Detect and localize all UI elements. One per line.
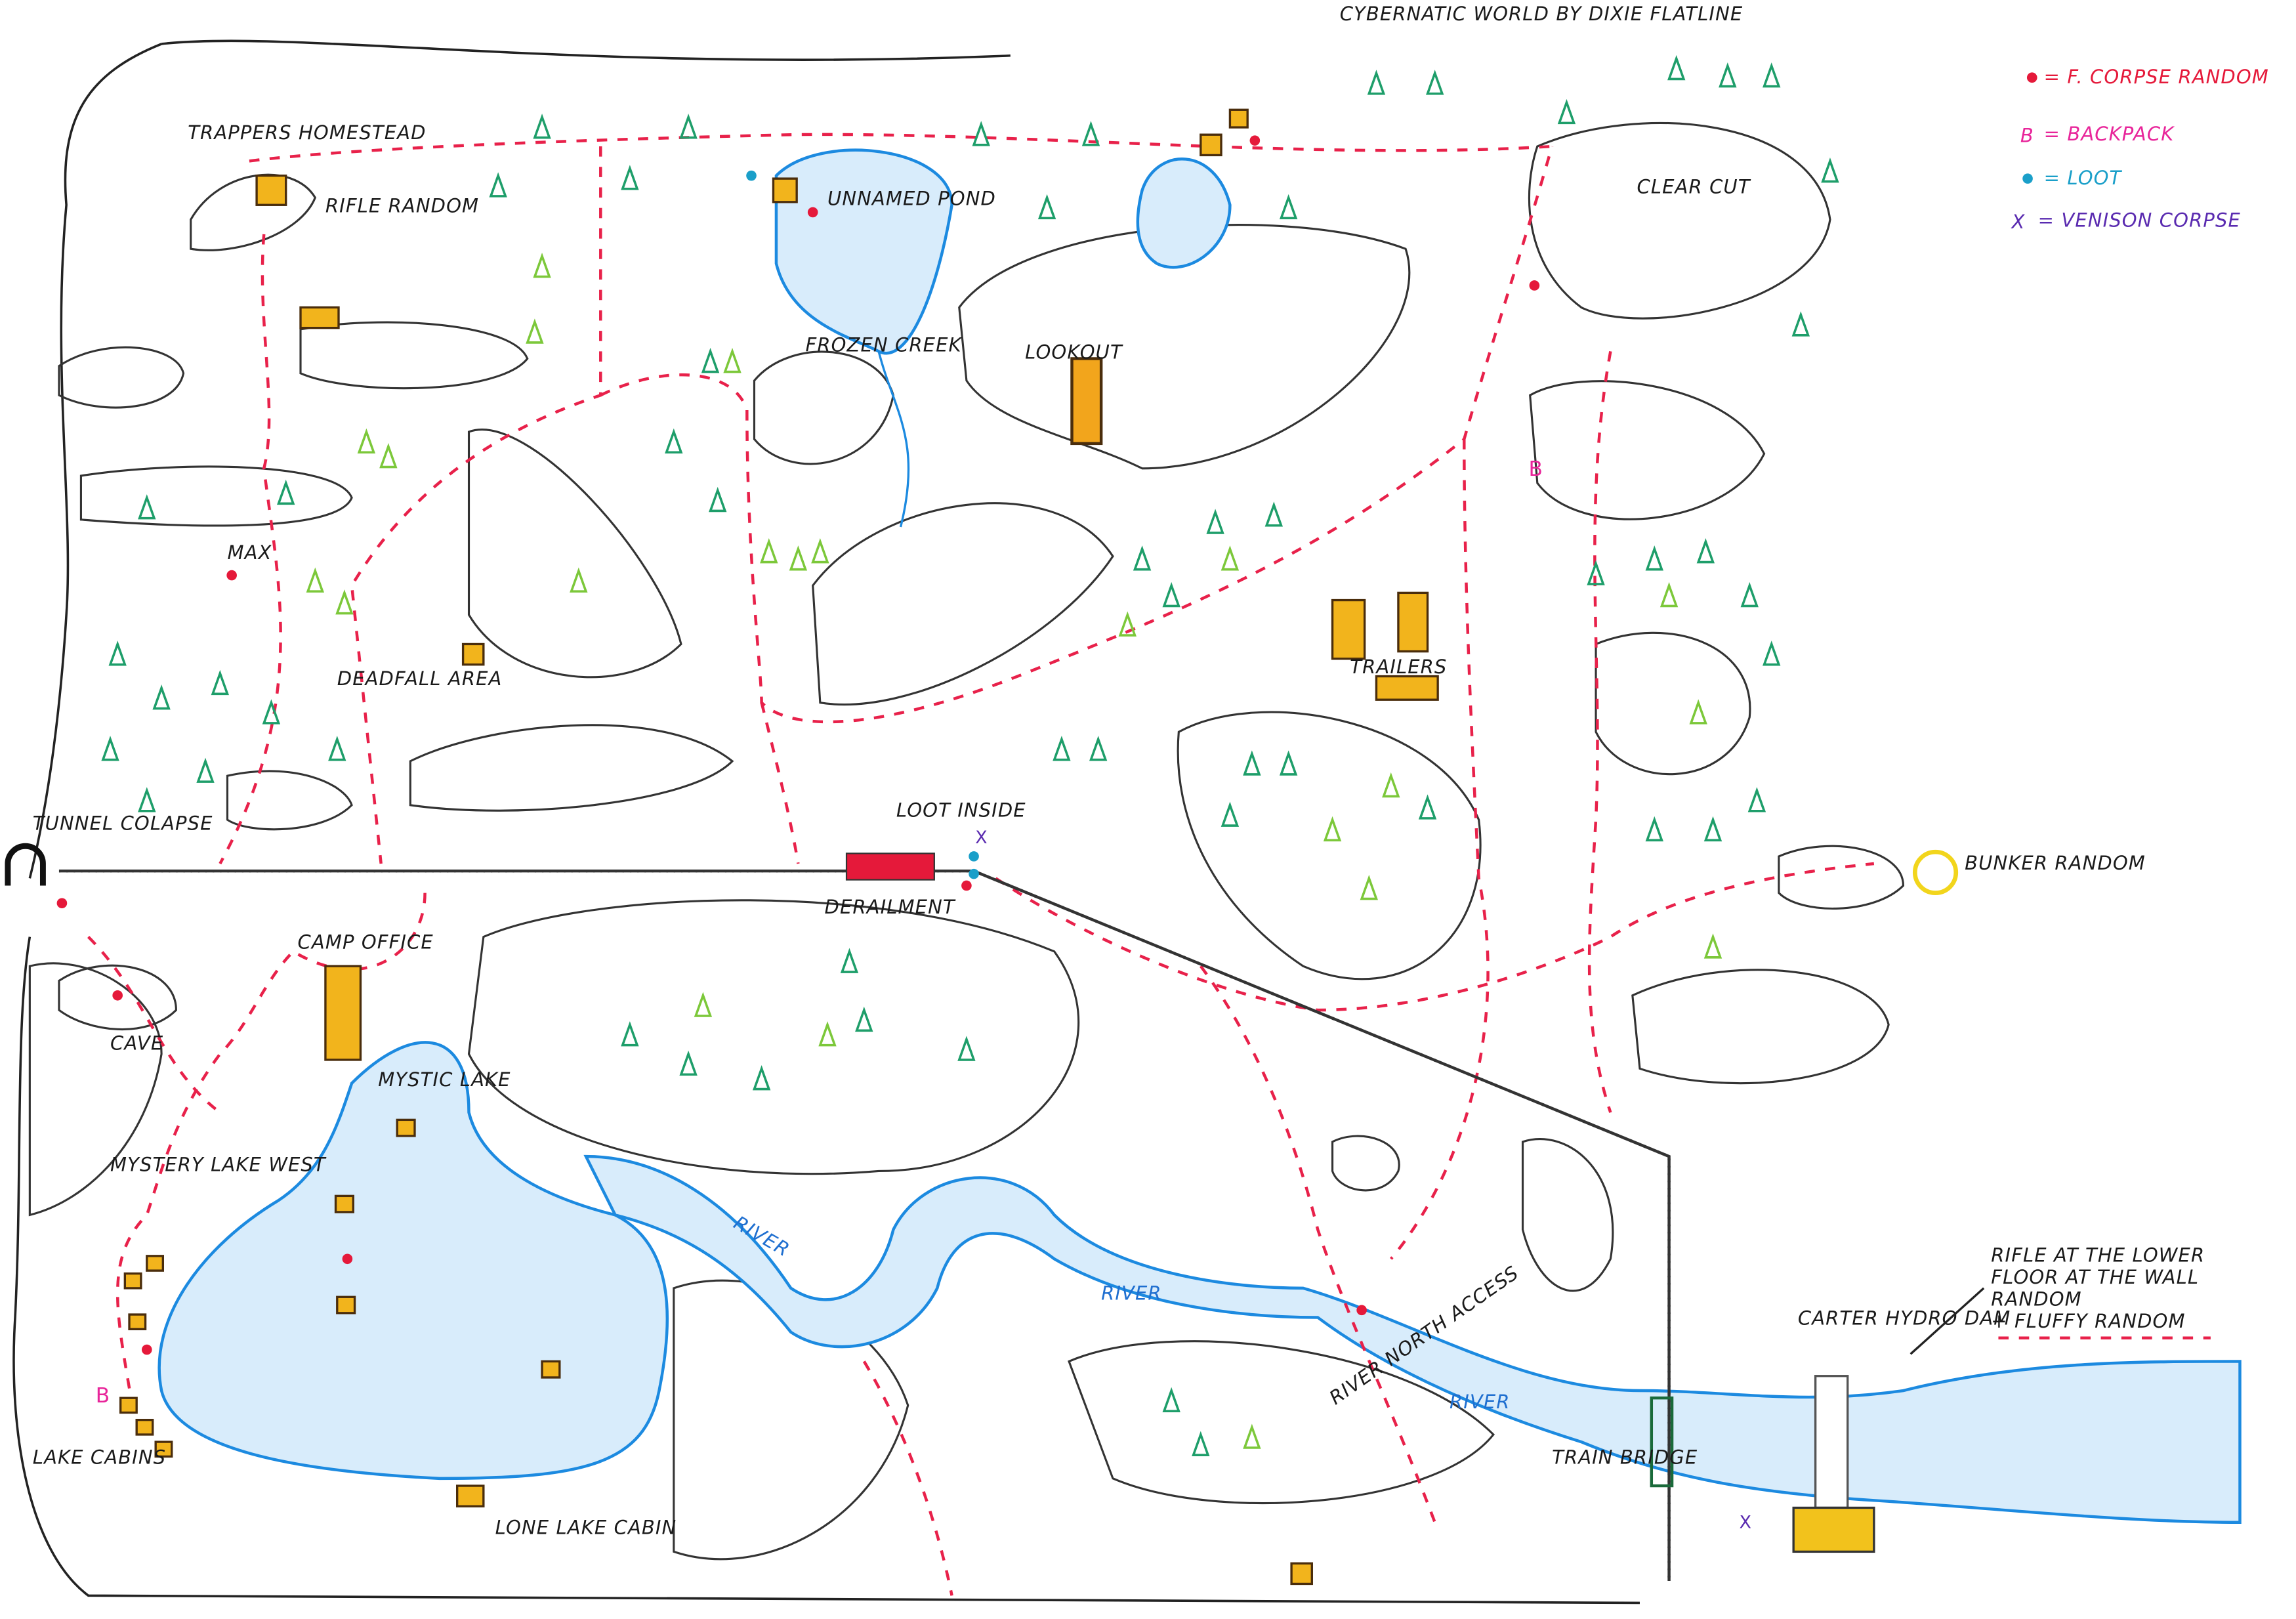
place-labels: TRAPPERS HOMESTEAD RIFLE RANDOM UNNAMED … <box>33 121 2146 1539</box>
venison-legend-icon: X <box>2011 211 2026 233</box>
cabin-icon <box>128 1313 147 1331</box>
corpse-marker <box>1529 280 1540 291</box>
legend-loot: = LOOT <box>2044 167 2123 189</box>
trails <box>87 133 1875 1596</box>
dam-base <box>1792 1506 1875 1553</box>
venison-marker: X <box>975 828 987 848</box>
corpse-marker <box>141 1344 152 1355</box>
dam-note-line: + FLUFFY RANDOM <box>1991 1310 2185 1332</box>
label-mystic-lake: MYSTIC LAKE <box>378 1068 511 1091</box>
legend-backpack: = BACKPACK <box>2044 123 2175 145</box>
dam-tower <box>1814 1375 1849 1509</box>
cabin-icon <box>299 306 340 329</box>
dam-note: RIFLE AT THE LOWER FLOOR AT THE WALL RAN… <box>1910 1244 2211 1355</box>
cabin-icon <box>255 174 287 206</box>
cabin-icon <box>1290 1562 1313 1586</box>
label-train-bridge: TRAIN BRIDGE <box>1552 1446 1698 1469</box>
corpse-marker <box>56 898 68 909</box>
label-bunker-random: BUNKER RANDOM <box>1965 852 2146 874</box>
corpse-marker <box>961 880 972 891</box>
corpse-marker <box>807 207 818 218</box>
markers: X X B B <box>56 135 1751 1533</box>
label-mystery-lake-west: MYSTERY LAKE WEST <box>110 1153 327 1175</box>
cabin-icon <box>336 1295 356 1314</box>
arrow-icon <box>1910 1287 1985 1355</box>
cabins <box>119 108 1313 1586</box>
label-derailment: DERAILMENT <box>825 896 956 918</box>
label-carter-hydro-dam: CARTER HYDRO DAM <box>1798 1307 2011 1330</box>
label-river: RIVER <box>1101 1282 1162 1305</box>
loot-marker <box>969 868 979 879</box>
cabin-icon <box>396 1118 416 1137</box>
cabin-icon <box>772 177 798 203</box>
cabin-icon <box>541 1360 561 1379</box>
backpack-marker: B <box>96 1384 110 1408</box>
label-deadfall-area: DEADFALL AREA <box>337 667 503 690</box>
legend: = F. CORPSE RANDOM B = BACKPACK = LOOT X… <box>2011 66 2269 233</box>
map-title: CYBERNATIC WORLD BY DIXIE FLATLINE <box>1340 3 1743 25</box>
corpse-marker <box>1249 135 1261 146</box>
cabin-icon <box>146 1255 165 1272</box>
cabin-icon <box>456 1484 485 1507</box>
cabin-icon <box>334 1194 354 1213</box>
label-river: RIVER <box>1450 1391 1511 1413</box>
legend-venison: = VENISON CORPSE <box>2038 209 2241 232</box>
cabin-icon <box>154 1440 173 1458</box>
label-frozen-creek: FROZEN CREEK <box>806 333 963 356</box>
loot-marker <box>969 851 979 862</box>
corpse-legend-icon <box>2026 72 2037 83</box>
cabin-icon <box>461 642 485 666</box>
bunker-icon <box>1912 849 1959 895</box>
label-camp-office: CAMP OFFICE <box>298 931 434 953</box>
label-lake-cabins: LAKE CABINS <box>33 1446 166 1469</box>
label-trailers: TRAILERS <box>1350 656 1447 678</box>
lookout-tower-icon <box>1070 357 1103 446</box>
backpack-legend-icon: B <box>2020 124 2034 146</box>
label-trappers-homestead: TRAPPERS HOMESTEAD <box>188 121 426 144</box>
derailed-train-icon <box>845 852 935 881</box>
venison-marker: X <box>1740 1513 1751 1533</box>
mystic-lake <box>157 1041 669 1481</box>
loot-legend-icon <box>2022 173 2033 184</box>
trailer-icon <box>1375 675 1439 701</box>
railway <box>58 869 1671 1582</box>
label-lookout: LOOKOUT <box>1025 341 1123 363</box>
trailer-icon <box>1397 591 1429 653</box>
camp-office-icon <box>324 965 362 1061</box>
label-clear-cut: CLEAR CUT <box>1637 175 1751 198</box>
tunnel-icon <box>5 843 46 886</box>
corpse-marker <box>342 1253 353 1265</box>
cabin-icon <box>1228 108 1249 129</box>
trees <box>101 54 1839 1456</box>
corpse-marker <box>1356 1305 1367 1316</box>
dam-note-line: RANDOM <box>1991 1288 2081 1311</box>
cabin-icon <box>123 1272 142 1290</box>
backpack-marker: B <box>1528 457 1542 481</box>
map-boundary <box>12 39 1640 1605</box>
label-max: MAX <box>227 541 272 564</box>
train-bridge-structure <box>1650 1396 1674 1488</box>
small-pond <box>1136 158 1232 269</box>
label-rifle-random: RIFLE RANDOM <box>325 194 479 217</box>
legend-corpse: = F. CORPSE RANDOM <box>2044 66 2269 88</box>
dam-note-line: FLOOR AT THE WALL <box>1991 1266 2199 1288</box>
label-lone-lake-cabin: LONE LAKE CABIN <box>495 1517 677 1539</box>
loot-marker <box>746 170 757 181</box>
frozen-creek <box>877 350 910 528</box>
cabin-icon <box>135 1418 154 1436</box>
cabin-icon <box>1200 133 1222 157</box>
cabin-icon <box>119 1397 138 1414</box>
dam-note-line: RIFLE AT THE LOWER <box>1991 1244 2205 1267</box>
corpse-marker <box>112 990 123 1001</box>
label-unnamed-pond: UNNAMED POND <box>827 187 996 209</box>
label-tunnel-colapse: TUNNEL COLAPSE <box>33 812 213 835</box>
trailer-icon <box>1331 599 1366 660</box>
corpse-marker <box>226 570 237 581</box>
unnamed-pond <box>774 148 953 355</box>
label-loot-inside: LOOT INSIDE <box>896 799 1026 822</box>
label-cave: CAVE <box>110 1032 163 1054</box>
